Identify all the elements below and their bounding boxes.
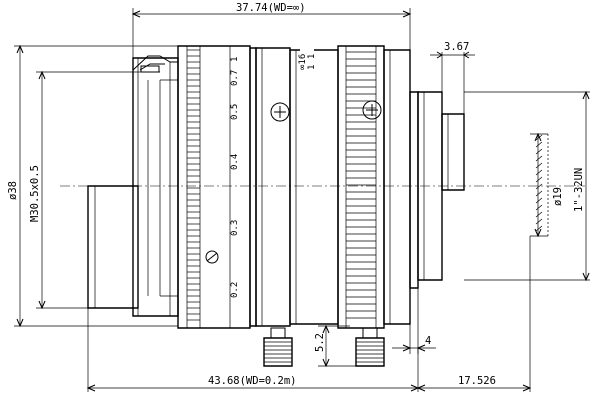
focus-thumbscrew [264,328,292,366]
middle-screw-icon [271,103,289,121]
rear-body [384,50,418,324]
dim-total-length-bottom: 43.68(WD=0.2m) [88,308,418,392]
dim-label-dia-38: ø38 [7,181,19,200]
dim-label-dia-19: ø19 [552,187,564,206]
focus-mark-0-3: 0.3 [230,220,240,236]
dim-4: 4 [392,288,436,354]
dim-label-37-74: 37.74(WD=∞) [236,2,306,14]
thread-hatch-line [536,219,542,224]
dim-dia-38: ø38 [7,46,178,326]
dim-total-length-top: 37.74(WD=∞) [133,2,410,58]
svg-text:1 1: 1 1 [307,54,317,70]
front-barrel [88,56,178,316]
middle-body [250,48,338,326]
thread-hatch-line [536,198,542,203]
thread-hatch-line [536,142,542,147]
thread-hatch-line [536,163,542,168]
dim-label-m30-5: M30.5x0.5 [29,165,41,222]
thread-hatch-line [536,212,542,217]
dim-label-3-67: 3.67 [444,41,469,53]
focus-mark-0-5: 0.5 [230,104,240,120]
aperture-scale: ∞ 16 11 ∞16 1 1 [298,46,317,70]
thread-hatch-line [536,149,542,154]
dim-flange-3-67: 3.67 [430,41,475,114]
focus-mark-1: 1 [230,57,240,62]
focus-mark-0-4: 0.4 [230,154,240,170]
dim-dia-19: ø19 [530,134,564,236]
thread-hatch-line [536,184,542,189]
thread-hatch-line [536,156,542,161]
c-mount [418,92,542,280]
dim-label-4: 4 [425,335,431,347]
dim-screw-height: 5.2 [314,326,356,366]
focus-lock-screw-icon [206,251,218,263]
focus-scale: 0.2 0.3 0.4 0.5 0.7 1 [230,57,240,298]
thread-hatch-line [536,226,542,231]
iris-lock-screw-icon [363,101,381,119]
dim-flange-back: 17.526 [418,236,530,392]
iris-ring [338,46,384,328]
iris-thumbscrew [356,328,384,366]
dim-label-1-32un: 1"-32UN [573,168,585,212]
dim-label-5-2: 5.2 [314,333,326,352]
thread-hatch-line [536,170,542,175]
focus-mark-0-2: 0.2 [230,282,240,298]
thread-hatch-line [536,177,542,182]
dim-label-43-68: 43.68(WD=0.2m) [208,375,297,387]
thread-hatch-line [536,191,542,196]
dim-label-17-526: 17.526 [458,375,496,387]
dim-filter-thread: M30.5x0.5 [29,72,141,308]
thread-hatch-line [536,205,542,210]
focus-mark-0-7: 0.7 [230,70,240,86]
dim-mount-thread: 1"-32UN [464,92,590,280]
svg-text:∞16: ∞16 [298,54,308,70]
